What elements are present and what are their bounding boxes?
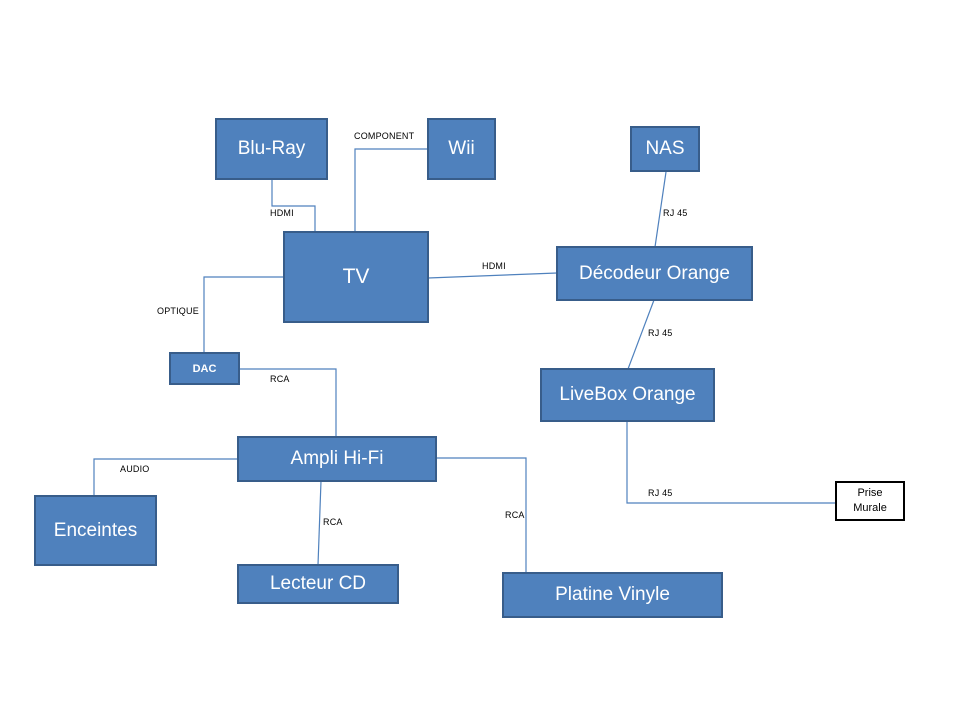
ampli-label: Ampli Hi-Fi: [290, 448, 384, 469]
label-rca-dac: RCA: [270, 374, 290, 384]
wire-wii-tv: [354, 148, 428, 232]
wii-box: Wii: [427, 118, 496, 180]
bluray-label: Blu-Ray: [237, 138, 306, 159]
bluray-box: Blu-Ray: [215, 118, 328, 180]
decodeur-label: Décodeur Orange: [578, 262, 731, 284]
enceintes-box: Enceintes: [34, 495, 157, 566]
label-rj45-nas: RJ 45: [663, 208, 688, 218]
label-component: COMPONENT: [354, 131, 415, 141]
nas-box: NAS: [630, 126, 700, 172]
dac-label: DAC: [192, 362, 217, 375]
enceintes-label: Enceintes: [53, 519, 138, 541]
wire-decodeur-livebox: [627, 299, 655, 370]
platine-box: Platine Vinyle: [502, 572, 723, 618]
tv-label: TV: [342, 265, 370, 288]
label-rj45-prise: RJ 45: [648, 488, 673, 498]
wire-ampli-lecteurcd: [317, 480, 322, 566]
label-hdmi-bluray: HDMI: [270, 208, 294, 218]
lecteur-cd-label: Lecteur CD: [269, 573, 367, 594]
prise-label-line2: Murale: [853, 502, 887, 514]
prise-murale-box: Prise Murale: [835, 481, 905, 521]
wire-tv-decodeur: [427, 272, 558, 279]
wire-livebox-prise: [626, 421, 836, 504]
label-optique: OPTIQUE: [157, 306, 199, 316]
tv-box: TV: [283, 231, 429, 323]
wire-nas-decodeur: [654, 171, 667, 248]
lecteur-cd-box: Lecteur CD: [237, 564, 399, 604]
label-rca-platine: RCA: [505, 510, 525, 520]
wire-ampli-platine: [436, 457, 527, 573]
livebox-label: LiveBox Orange: [559, 384, 696, 405]
label-audio: AUDIO: [120, 464, 150, 474]
nas-label: NAS: [645, 138, 685, 159]
dac-box: DAC: [169, 352, 240, 385]
wii-label: Wii: [448, 138, 475, 159]
ampli-box: Ampli Hi-Fi: [237, 436, 437, 482]
label-hdmi-decodeur: HDMI: [482, 261, 506, 271]
wire-ampli-enceintes: [93, 458, 238, 496]
prise-label-line1: Prise: [857, 487, 883, 499]
wire-dac-ampli: [239, 368, 337, 437]
label-rca-cd: RCA: [323, 517, 343, 527]
livebox-box: LiveBox Orange: [540, 368, 715, 422]
platine-label: Platine Vinyle: [555, 584, 670, 605]
decodeur-box: Décodeur Orange: [556, 246, 753, 301]
label-rj45-livebox: RJ 45: [648, 328, 673, 338]
wire-bluray-tv: [271, 180, 316, 232]
wire-tv-dac: [203, 276, 284, 353]
